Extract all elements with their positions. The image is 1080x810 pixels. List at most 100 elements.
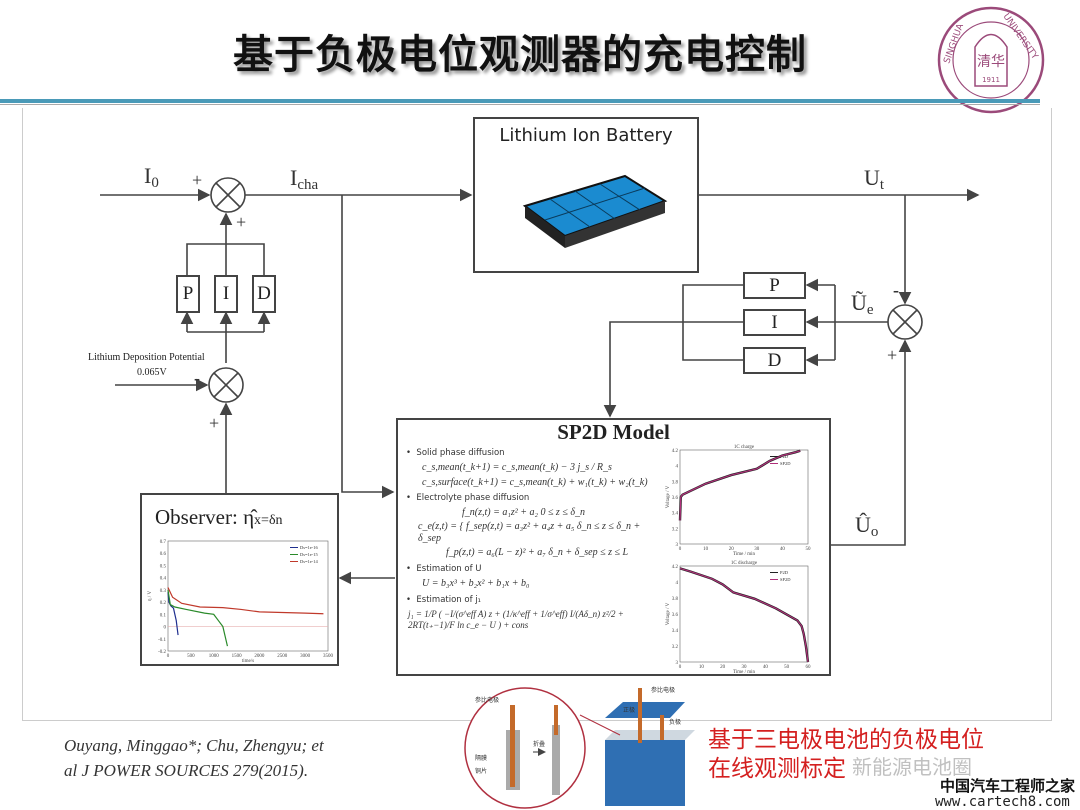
y-tick-label: 4.2 — [672, 565, 679, 570]
x-axis-label: Time / min — [733, 552, 756, 556]
y-axis-label: Voltage / V — [666, 602, 671, 625]
equation: f_p(z,t) = a₆(L − z)² + a₇ δ_n + δ_sep ≤… — [446, 547, 629, 558]
sum-junction-potential — [208, 367, 244, 403]
x-tick-label: 3000 — [300, 654, 311, 659]
x-tick-label: 3500 — [323, 654, 334, 659]
x-tick-label: 40 — [763, 665, 769, 670]
section-heading: • Electrolyte phase diffusion — [406, 493, 530, 503]
y-tick-label: 0.7 — [160, 540, 167, 545]
caption-line-1: 基于三电极电池的负极电位 — [708, 727, 984, 753]
x-tick-label: 2500 — [277, 654, 288, 659]
observer-title: Observer: η̂x=δn — [155, 505, 283, 529]
label-ue: Ũe — [851, 290, 874, 318]
university-logo: 清华 1911 SINGHUA UNIVERSITY — [937, 6, 1045, 114]
three-electrode-cell-illustration: 参比电极 隔膜 铜片 折叠 参比电极 正极 负极 — [464, 686, 695, 809]
series-line-SP2D — [679, 450, 801, 521]
summing-junctions — [208, 177, 923, 403]
x-tick-label: 0 — [167, 654, 170, 659]
illustration-label: 正极 — [623, 706, 635, 714]
pid-d-block: D — [252, 275, 276, 313]
x-tick-label: 10 — [703, 547, 709, 552]
x-tick-label: 20 — [720, 665, 726, 670]
illustration-label: 负极 — [669, 718, 681, 726]
sum-junction-current — [210, 177, 246, 213]
sign-plus: + — [209, 413, 220, 433]
illustration-label: 参比电极 — [475, 696, 499, 704]
x-tick-label: 1500 — [232, 654, 243, 659]
y-tick-label: 0.1 — [160, 613, 167, 618]
legend-label: Ds=1e-14 — [300, 559, 319, 564]
x-tick-label: 500 — [187, 654, 195, 659]
y-tick-label: 3 — [676, 543, 679, 548]
series-line-Ds=1e-15 — [167, 589, 229, 647]
logo-year: 1911 — [982, 76, 1000, 84]
battery-label: Lithium Ion Battery — [499, 125, 673, 146]
y-tick-label: 0.6 — [160, 552, 167, 557]
label-ut: Ut — [864, 165, 885, 193]
pid-i-block: I — [214, 275, 238, 313]
legend-label: P2D — [780, 454, 789, 459]
equation: f_n(z,t) = a₁z² + a₂ 0 ≤ z ≤ δ_n — [462, 507, 585, 518]
x-tick-label: 0 — [679, 665, 682, 670]
observer-block: Observer: η̂x=δn 0 500 1000 1500 2000 2500 300… — [140, 493, 339, 666]
observer-pid-i-block: I — [743, 309, 806, 336]
sign-plus: + — [887, 345, 898, 365]
label-uo: Ûo — [855, 512, 879, 540]
logo-calligraphy: 清华 — [977, 54, 1005, 70]
chart-title: 1C charge — [734, 445, 755, 450]
sp2d-model-block: SP2D Model • Solid phase diffusion c_s,m… — [396, 418, 831, 676]
reference-line: Ouyang, Minggao*; Chu, Zhengyu; et — [64, 736, 324, 755]
x-tick-label: 2000 — [254, 654, 265, 659]
y-tick-label: 3.6 — [672, 496, 679, 501]
y-tick-label: 4 — [676, 581, 679, 586]
logo-ring — [937, 6, 1045, 114]
logo-inner-ring — [952, 21, 1030, 99]
legend-label: Ds=1e-15 — [300, 552, 319, 557]
x-tick-label: 20 — [729, 547, 735, 552]
y-tick-label: 3.4 — [672, 512, 679, 517]
x-tick-label: 60 — [806, 665, 812, 670]
x-tick-label: 30 — [742, 665, 748, 670]
y-tick-label: 3.2 — [672, 645, 679, 650]
legend-label: SP2D — [780, 577, 791, 582]
sign-minus: - — [194, 368, 200, 388]
x-axis-label: Time / min — [733, 670, 756, 674]
section-heading: • Estimation of U — [406, 564, 482, 574]
section-heading: • Estimation of j₁ — [406, 595, 482, 605]
y-tick-label: 3.2 — [672, 527, 679, 532]
sign-minus: - — [893, 280, 899, 300]
lithium-deposition-value: 0.065V — [137, 367, 167, 378]
x-tick-label: 30 — [754, 547, 760, 552]
sum-junction-voltage — [887, 304, 923, 340]
y-tick-label: -0.2 — [158, 650, 166, 655]
y-axis-label: η / V — [148, 591, 153, 602]
battery-pack-image — [522, 174, 668, 248]
y-tick-label: 3.8 — [672, 480, 679, 485]
illustration-label: 参比电极 — [651, 686, 675, 694]
equation: c_s,mean(t_k+1) = c_s,mean(t_k) − 3 j_s … — [422, 462, 612, 473]
illustration-label: 折叠 — [533, 740, 545, 748]
battery-block: Lithium Ion Battery — [473, 117, 699, 273]
pid-p-block: P — [176, 275, 200, 313]
caption-line-2: 在线观测标定 — [708, 756, 846, 782]
bell-icon — [974, 33, 1008, 87]
watermark-site-cn: 中国汽车工程师之家 — [940, 777, 1076, 795]
legend-label: P2D — [780, 570, 789, 575]
series-line-Ds=1e-16 — [167, 592, 179, 636]
label-i0: I0 — [144, 163, 159, 191]
x-tick-label: 50 — [784, 665, 790, 670]
x-tick-label: 1000 — [209, 654, 220, 659]
equation: c_e(z,t) = { f_sep(z,t) = a₃z² + a₄z + a… — [418, 521, 641, 544]
y-tick-label: 0.2 — [160, 601, 167, 606]
y-tick-label: 0 — [164, 626, 167, 631]
y-tick-label: 3.6 — [672, 613, 679, 618]
y-tick-label: 3 — [676, 661, 679, 666]
plot-area — [167, 540, 329, 652]
y-tick-label: 4 — [676, 465, 679, 470]
sign-plus: + — [192, 170, 203, 190]
y-tick-label: 3.4 — [672, 629, 679, 634]
plot-area — [679, 449, 809, 545]
